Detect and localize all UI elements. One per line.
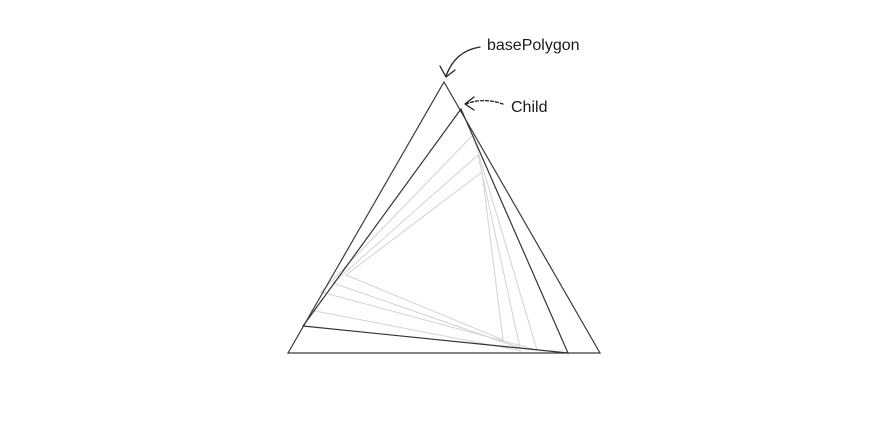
descendant-triangle-3: [345, 171, 504, 341]
descendant-triangle-2: [332, 154, 521, 349]
descendant-triangles: [309, 134, 538, 352]
base-polygon-label: basePolygon: [487, 37, 580, 54]
base-polygon: [286, 80, 602, 354]
descendant-triangle-1: [320, 134, 538, 351]
child-arrow-icon: [464, 96, 504, 111]
base-polygon-arrow-icon: [439, 46, 481, 78]
child-polygon: [301, 107, 569, 354]
child-label: Child: [511, 99, 547, 116]
